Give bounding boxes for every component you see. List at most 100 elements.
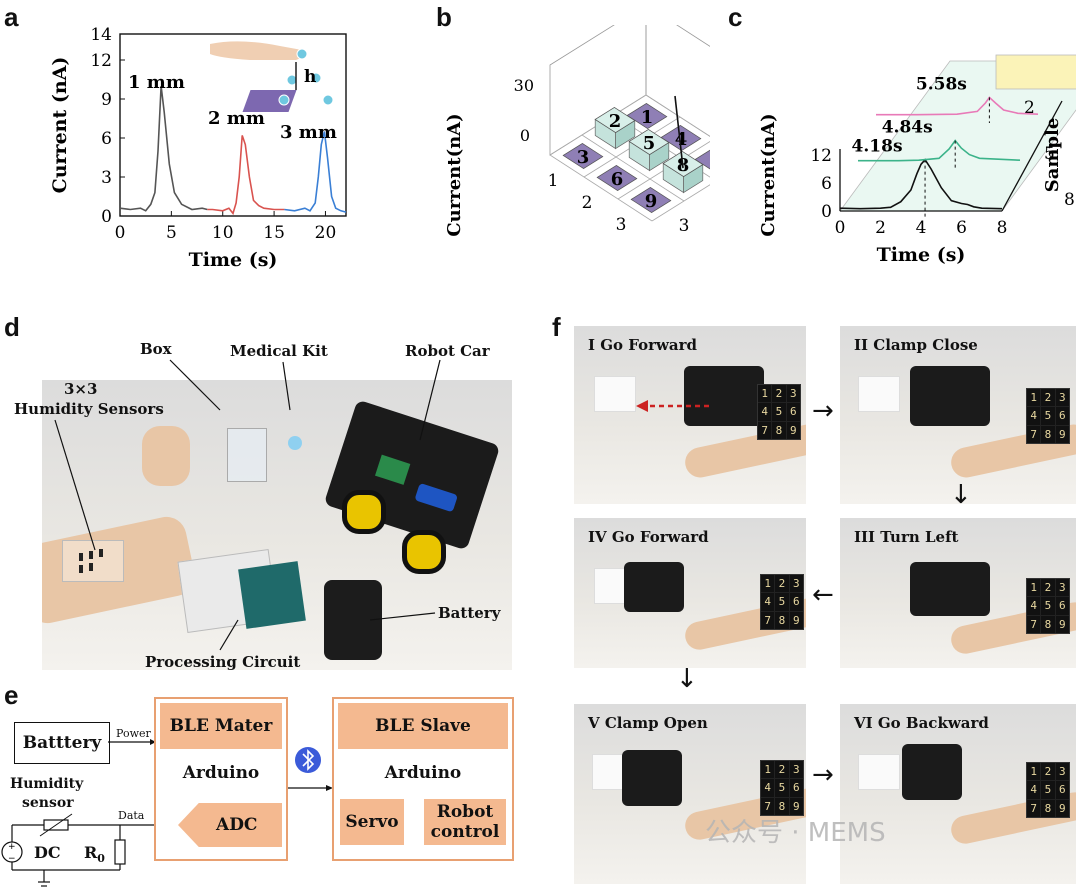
grid-cell: 4	[761, 779, 775, 797]
y-tick-label: 14	[90, 25, 112, 45]
grid-cell-9	[630, 186, 672, 214]
label-sensor-grid: 3×3	[64, 380, 98, 398]
z-tick-label: 2	[1024, 98, 1035, 118]
grid-cell: 1	[1027, 579, 1041, 597]
grid-cell: 2	[772, 385, 786, 403]
x-axis-label: Time (s)	[189, 249, 278, 271]
floor-grid	[549, 154, 653, 222]
grid-cell: 9	[1055, 425, 1069, 443]
flow-arrow-down-1: ↓	[950, 480, 972, 510]
annotation-1mm: 1 mm	[128, 72, 185, 93]
label-processing-circuit: Processing Circuit	[145, 653, 301, 671]
cell-label-5: 5	[643, 133, 656, 154]
y-tick-label: 3	[101, 168, 112, 188]
grid-cell: 1	[1027, 389, 1041, 407]
y-axis-label: Current(nA)	[758, 113, 779, 236]
step-title-3: III Turn Left	[854, 528, 959, 546]
row-tick-label: 2	[582, 193, 593, 213]
ble-slave-block: BLE Slave	[338, 703, 508, 749]
grid-cell: 9	[1055, 799, 1069, 817]
grid-cell-1	[626, 102, 668, 130]
ble-slave-module: BLE Slave Arduino Servo Robot control	[332, 697, 514, 861]
series-line-2	[207, 135, 285, 216]
grid-cell: 5	[772, 403, 786, 421]
svg-text:−: −	[8, 854, 16, 864]
grid-cell: 3	[1055, 579, 1069, 597]
grid-cell-6	[596, 164, 638, 192]
watermark: 公众号 · MEMS	[705, 818, 886, 848]
grid-cell: 2	[775, 575, 789, 593]
label-humidity-sensors: Humidity Sensors	[14, 400, 164, 418]
x-tick-label: 10	[212, 223, 234, 243]
annotation-h: h	[304, 67, 316, 87]
grid-cell: 5	[775, 779, 789, 797]
grid-cell: 6	[1055, 781, 1069, 799]
grid-cell: 8	[772, 421, 786, 439]
ble-master-module: BLE Mater Arduino ADC	[154, 697, 288, 861]
panel-letter-c: c	[728, 2, 743, 32]
grid-cell-2	[594, 106, 636, 134]
annotation-2mm: 2 mm	[208, 108, 265, 129]
grid-cell-7	[694, 149, 710, 170]
svg-text:+: +	[8, 842, 16, 852]
grid-cell: 1	[1027, 763, 1041, 781]
grid-cell: 6	[1055, 597, 1069, 615]
floor-grid	[651, 184, 710, 222]
panel-letter-e: e	[4, 680, 19, 710]
label-humidity: Humidity	[10, 776, 84, 792]
x-tick-label: 8	[997, 218, 1008, 238]
wheel	[402, 530, 446, 574]
water-molecule-3	[310, 72, 322, 84]
panel-letter-b: b	[436, 2, 452, 32]
x-tick-label: 4	[916, 218, 927, 238]
series-line-3	[284, 131, 347, 213]
grid-cell: 1	[761, 761, 775, 779]
series-line-1	[119, 85, 208, 212]
panel-letter-d: d	[4, 312, 20, 342]
grid-cell: 8	[775, 797, 789, 815]
label-data: Data	[118, 809, 145, 822]
grid-cell: 1	[758, 385, 772, 403]
z-axis	[1001, 100, 1063, 212]
x-tick-label: 15	[263, 223, 285, 243]
z-tick-label: 5	[1044, 144, 1055, 164]
robot-setup-photo	[42, 380, 512, 670]
grid-cell: 2	[1041, 579, 1055, 597]
x-tick-label: 0	[835, 218, 846, 238]
grid-cell: 7	[1027, 799, 1041, 817]
floor-grid	[581, 134, 685, 202]
fist	[142, 426, 190, 486]
grid-cell: 3	[1055, 389, 1069, 407]
y-axis-label: Current(nA)	[444, 113, 465, 236]
cell-label-7: 7	[709, 151, 710, 172]
cell-label-4: 4	[675, 129, 688, 150]
grid-cell: 4	[1027, 597, 1041, 615]
white-box	[858, 376, 900, 412]
water-molecule-4	[278, 94, 290, 106]
row-tick-label: 1	[548, 171, 559, 191]
wheel	[342, 490, 386, 534]
label-sensor: sensor	[22, 795, 74, 811]
grid-cell: 6	[1055, 407, 1069, 425]
row-tick-label: 3	[616, 215, 627, 235]
arduino-label-slave: Arduino	[384, 763, 462, 783]
z-tick-label: 0	[520, 126, 530, 145]
grid-cell: 8	[775, 611, 789, 629]
finger-inset	[210, 41, 304, 60]
label-box: Box	[140, 340, 172, 358]
grid-cell-3	[562, 142, 604, 170]
grid-cell: 1	[761, 575, 775, 593]
floor-grid	[645, 94, 710, 137]
grid-cell: 3	[789, 575, 803, 593]
grid-cell: 6	[786, 403, 800, 421]
grid-cell: 7	[761, 797, 775, 815]
peak-label-8: 4.18s	[852, 137, 903, 157]
grid-cell: 5	[1041, 407, 1055, 425]
